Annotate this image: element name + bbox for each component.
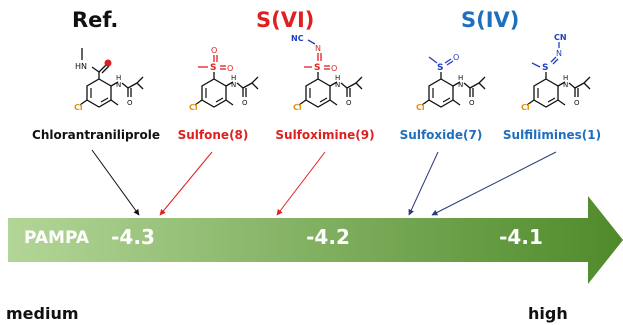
structure-sulfoxide: Cl H N O S O xyxy=(416,53,486,112)
label-sulfilimine: Sulfilimines(1) xyxy=(502,128,602,142)
label-chlorantraniliprole: Chlorantraniliprole xyxy=(32,128,160,142)
scale-label-medium: medium xyxy=(6,304,79,323)
pointer-sulfoxide xyxy=(408,151,439,216)
svg-text:H: H xyxy=(563,74,568,82)
svg-text:Cl: Cl xyxy=(189,103,198,112)
group-title-s6: S(VI) xyxy=(256,8,315,32)
svg-text:O: O xyxy=(346,99,352,107)
svg-text:Cl: Cl xyxy=(293,103,302,112)
label-sulfone: Sulfone(8) xyxy=(177,128,249,142)
svg-text:Cl: Cl xyxy=(521,103,530,112)
atom-cl: Cl xyxy=(74,103,83,112)
svg-text:O: O xyxy=(453,53,459,62)
svg-text:N: N xyxy=(458,81,463,89)
structure-sulfilimine: Cl H N O S N CN xyxy=(521,33,591,112)
scale-label-high: high xyxy=(528,304,568,323)
svg-text:Cl: Cl xyxy=(416,103,425,112)
atom-h: H xyxy=(116,74,121,82)
pampa-value-3: -4.1 xyxy=(499,225,543,249)
pampa-value-2: -4.2 xyxy=(306,225,350,249)
pampa-value-1: -4.3 xyxy=(111,225,155,249)
structure-chlorantraniliprole: Cl H N O HN xyxy=(74,48,144,112)
svg-text:H: H xyxy=(335,74,340,82)
svg-text:N: N xyxy=(556,49,562,58)
svg-text:H: H xyxy=(231,74,236,82)
pointer-sulfone xyxy=(159,151,213,216)
structure-sulfone: Cl H N O S O O xyxy=(189,46,259,112)
svg-text:H: H xyxy=(458,74,463,82)
svg-text:N: N xyxy=(315,44,321,53)
svg-text:N: N xyxy=(563,81,568,89)
atom-n: N xyxy=(116,81,121,89)
pampa-label: PAMPA xyxy=(24,228,90,248)
svg-text:S: S xyxy=(314,63,320,73)
svg-text:O: O xyxy=(227,64,233,73)
group-title-ref: Ref. xyxy=(72,8,119,32)
atom-hn: HN xyxy=(75,62,87,71)
svg-text:O: O xyxy=(211,46,217,55)
group-title-s4: S(IV) xyxy=(461,8,520,32)
atom-s: S xyxy=(210,63,216,73)
atom-cn: CN xyxy=(554,33,567,42)
atom-o: O xyxy=(127,99,133,107)
pampa-scale-arrow xyxy=(8,196,623,284)
svg-text:O: O xyxy=(469,99,475,107)
svg-text:S: S xyxy=(437,63,443,73)
svg-text:S: S xyxy=(542,63,548,73)
atom-nc: NC xyxy=(291,34,304,43)
structure-sulfoximine: Cl H N O S O N NC xyxy=(291,34,363,112)
svg-text:O: O xyxy=(574,99,580,107)
pointer-sulfilimine xyxy=(431,151,557,216)
svg-text:N: N xyxy=(335,81,340,89)
svg-text:N: N xyxy=(231,81,236,89)
label-sulfoximine: Sulfoximine(9) xyxy=(275,128,375,142)
pointer-sulfoximine xyxy=(276,151,326,216)
pointer-chlorantraniliprole xyxy=(91,149,140,216)
label-sulfoxide: Sulfoxide(7) xyxy=(399,128,483,142)
svg-text:O: O xyxy=(331,64,337,73)
svg-text:O: O xyxy=(242,99,248,107)
